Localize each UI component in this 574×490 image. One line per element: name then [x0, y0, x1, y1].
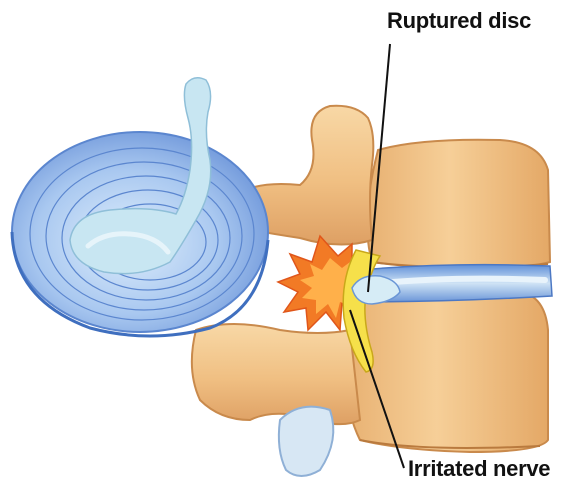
lower-posterior-process	[192, 324, 360, 476]
lower-vertebral-body	[346, 292, 548, 452]
upper-vertebral-body	[367, 140, 550, 269]
disc-top-view	[12, 78, 268, 336]
ruptured-disc-label: Ruptured disc	[387, 8, 531, 34]
irritated-nerve-label: Irritated nerve	[408, 456, 550, 482]
